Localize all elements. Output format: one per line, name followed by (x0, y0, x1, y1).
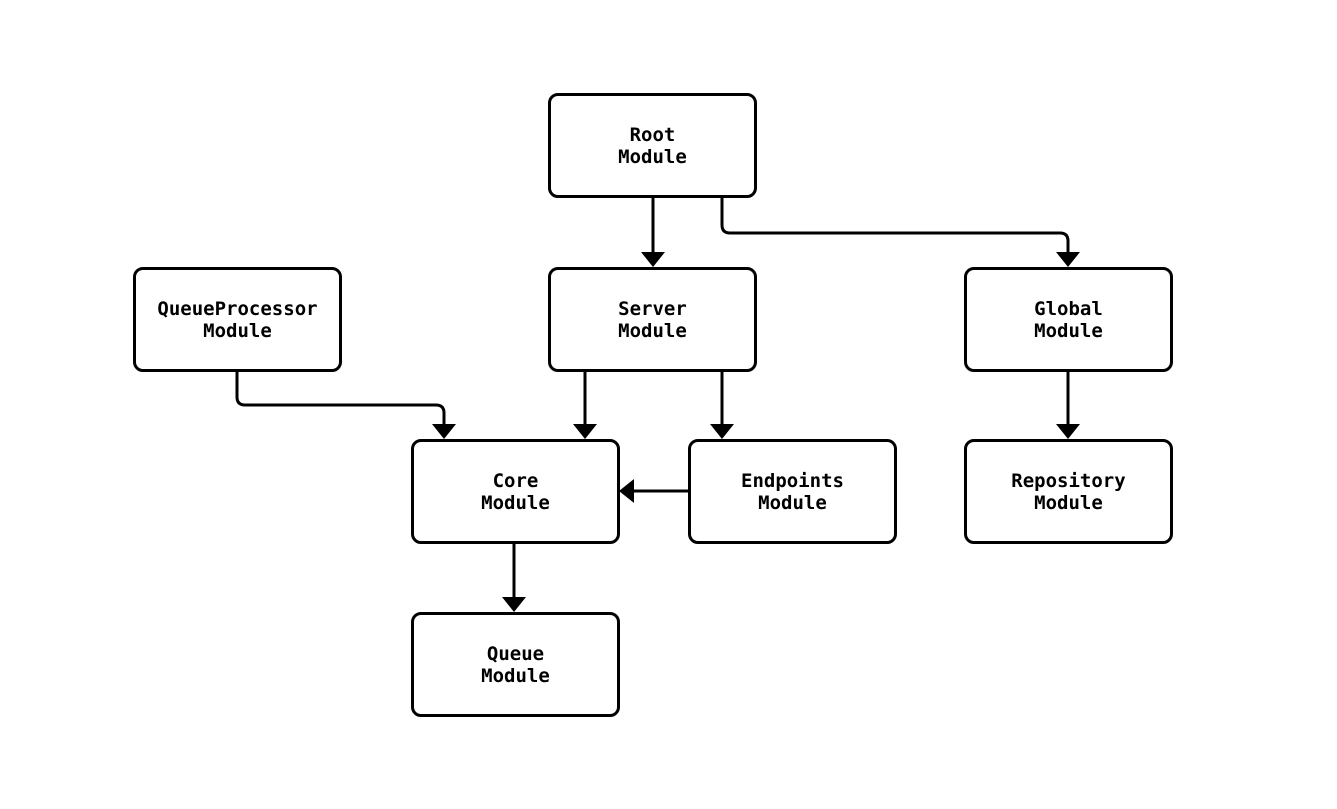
node-label-line: Global (1034, 297, 1103, 320)
edge-queueprocessor-to-core (235, 370, 456, 439)
node-global-module: Global Module (964, 267, 1173, 372)
node-label-line: Module (1034, 319, 1103, 342)
node-label-line: Module (1034, 491, 1103, 514)
node-repository-module: Repository Module (964, 439, 1173, 544)
node-label-line: Module (481, 491, 550, 514)
node-queueprocessor-module: QueueProcessor Module (133, 267, 342, 372)
node-label-line: Repository (1011, 469, 1126, 492)
node-label-line: Queue (486, 642, 545, 665)
edge-root-to-server (641, 196, 665, 267)
node-label-line: Module (758, 491, 827, 514)
node-endpoints-module: Endpoints Module (688, 439, 897, 544)
edge-root-to-global (720, 196, 1080, 267)
node-label-line: Module (203, 319, 272, 342)
node-label-line: Root (629, 123, 676, 146)
node-server-module: Server Module (548, 267, 757, 372)
edge-global-to-repository (1056, 370, 1080, 439)
node-label-line: Server (618, 297, 687, 320)
node-label-line: Module (481, 664, 550, 687)
node-label-line: Module (618, 319, 687, 342)
node-core-module: Core Module (411, 439, 620, 544)
node-label-line: QueueProcessor (157, 297, 318, 320)
edge-endpoints-to-core (619, 479, 690, 503)
node-label-line: Module (618, 145, 687, 168)
node-label-line: Endpoints (741, 469, 844, 492)
edge-server-to-endpoints (710, 370, 734, 439)
edge-core-to-queue (502, 542, 526, 612)
node-label-line: Core (492, 469, 539, 492)
node-queue-module: Queue Module (411, 612, 620, 717)
node-root-module: Root Module (548, 93, 757, 198)
edge-server-to-core (573, 370, 597, 439)
